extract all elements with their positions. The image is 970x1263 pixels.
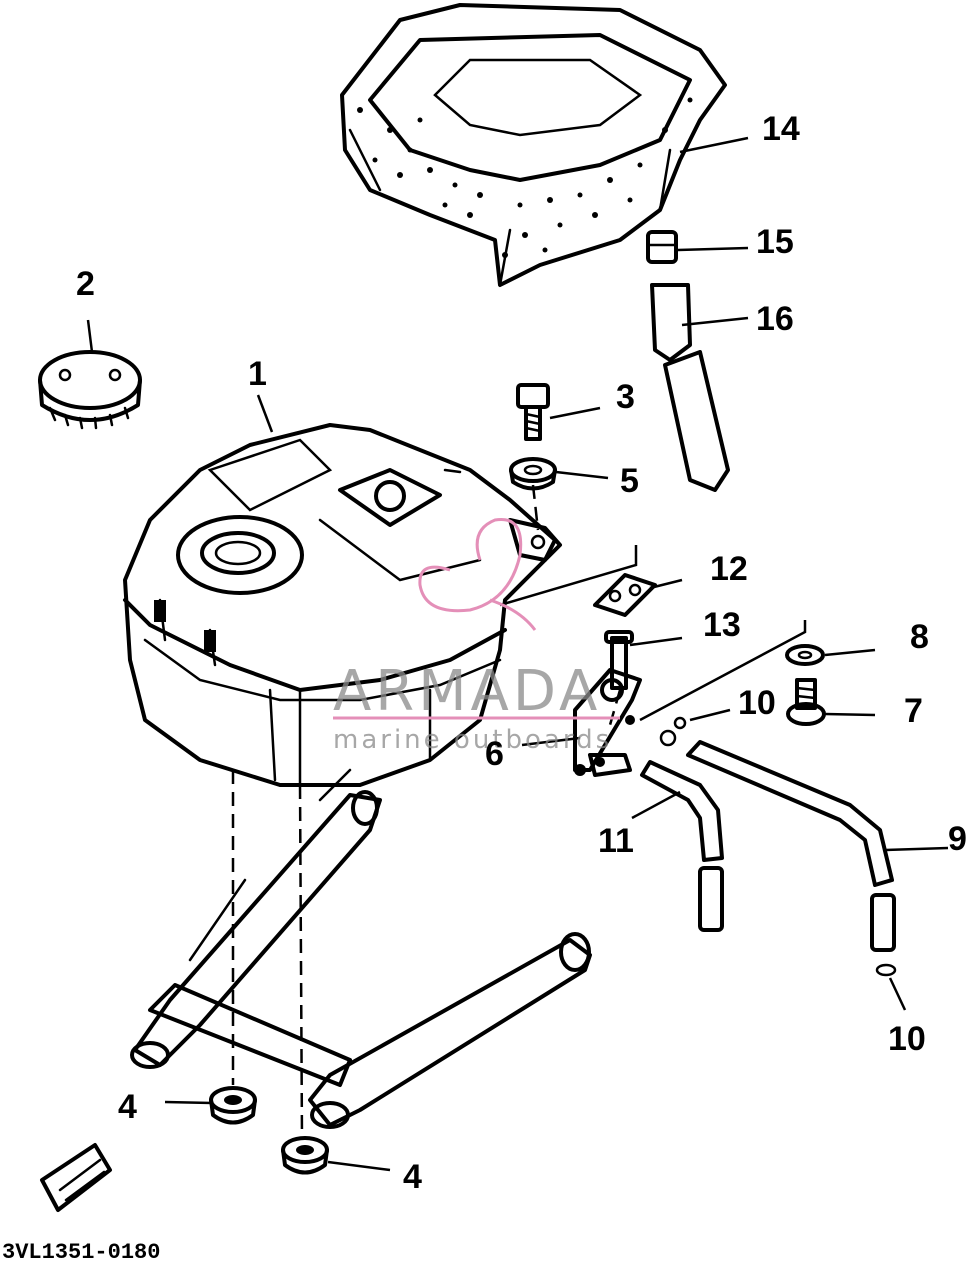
callout-15: 15 — [756, 223, 794, 261]
part-13-screw — [604, 630, 634, 690]
part-12-clamp-plate — [593, 573, 657, 617]
callout-13: 13 — [703, 606, 741, 644]
callout-4-right: 4 — [403, 1158, 422, 1196]
callout-10-lower: 10 — [888, 1020, 926, 1058]
part-6-fuel-cock — [573, 668, 677, 777]
watermark: ARMADA marine outboards — [333, 517, 620, 755]
callout-6: 6 — [485, 735, 504, 773]
part-4-mount-left — [209, 1086, 257, 1125]
part-9-vent-hose — [686, 740, 896, 952]
callout-labels: 1 2 3 4 4 5 6 7 8 9 10 10 11 12 13 14 15… — [76, 110, 967, 1196]
callout-9: 9 — [948, 820, 967, 858]
part-10-clip-upper — [673, 716, 687, 730]
callout-5: 5 — [620, 462, 639, 500]
drawing-code: 3VL1351-0180 — [2, 1240, 160, 1263]
callout-3: 3 — [616, 378, 635, 416]
part-1-fuel-tank — [123, 423, 562, 787]
part-5-washer — [509, 457, 557, 491]
front-arrow-icon — [40, 1143, 112, 1212]
part-15-hose-fitting — [646, 230, 678, 264]
part-14-cover-housing — [340, 3, 727, 287]
part-11-fuel-hose — [640, 760, 724, 932]
callout-14: 14 — [762, 110, 800, 148]
part-3-bolt — [516, 383, 550, 441]
callout-10-upper: 10 — [738, 684, 776, 722]
part-16-drain-hose — [650, 283, 730, 492]
callout-12: 12 — [710, 550, 748, 588]
callout-16: 16 — [756, 300, 794, 338]
watermark-brand: ARMADA — [333, 659, 601, 724]
part-10-clip-lower — [875, 963, 897, 977]
callout-2: 2 — [76, 265, 95, 303]
frame-tubes — [130, 768, 592, 1129]
callout-4-left: 4 — [118, 1088, 137, 1126]
watermark-tagline: marine outboards — [333, 725, 612, 755]
callout-7: 7 — [904, 692, 923, 730]
part-4-mount-right — [281, 1136, 329, 1175]
callout-1: 1 — [248, 355, 267, 393]
callout-11: 11 — [598, 822, 634, 860]
watermark-logo-icon — [418, 517, 537, 631]
part-2-fuel-cap — [38, 350, 142, 430]
part-8-washer — [785, 644, 825, 666]
leader-lines — [86, 136, 949, 1172]
callout-8: 8 — [910, 618, 929, 656]
watermark-logo-stroke — [418, 517, 537, 631]
assembly-lines — [231, 484, 622, 1141]
part-7-drain-bolt — [786, 678, 826, 726]
